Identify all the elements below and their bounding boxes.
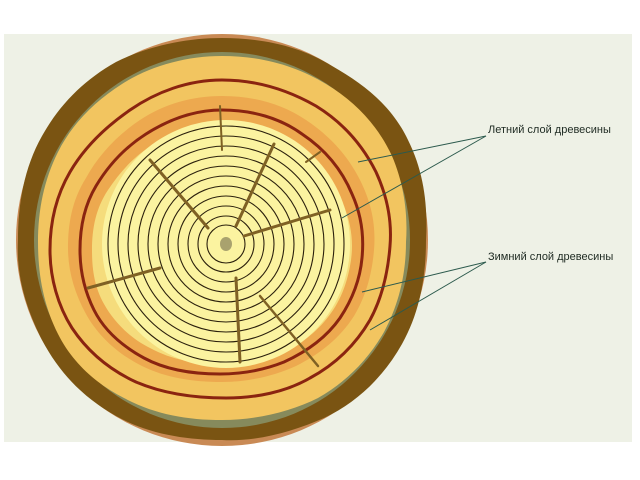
medullary-ray <box>258 294 320 368</box>
annual-ring <box>177 195 275 293</box>
annual-ring <box>117 135 335 353</box>
annual-ring <box>147 165 305 323</box>
annual-ring <box>137 155 315 333</box>
annual-rings <box>107 125 345 363</box>
annual-ring <box>167 185 285 303</box>
medullary-ray <box>148 158 210 230</box>
winter-ring-outer <box>48 78 392 400</box>
annual-ring <box>127 145 325 343</box>
medullary-ray <box>305 151 321 163</box>
medullary-ray <box>234 276 242 364</box>
annual-ring <box>197 215 255 273</box>
summer-wood-pointer <box>357 135 487 163</box>
medullary-rays <box>86 105 332 368</box>
medullary-ray <box>219 105 223 151</box>
annual-ring <box>107 125 345 363</box>
annual-ring <box>206 224 246 264</box>
summer-wood-pointers <box>341 135 487 219</box>
winter-wood-label: Зимний слой древесины <box>488 251 614 263</box>
summer-wood-pointer <box>341 135 487 219</box>
winter-ring-inner <box>78 108 365 376</box>
winter-wood-pointer <box>369 261 487 331</box>
winter-wood-pointer <box>361 261 487 293</box>
annual-ring <box>157 175 295 313</box>
annual-ring <box>187 205 265 283</box>
winter-wood-pointers <box>361 261 487 331</box>
summer-wood-label: Летний слой древесины <box>488 124 611 136</box>
medullary-ray <box>86 266 162 290</box>
medullary-ray <box>234 142 276 228</box>
pith <box>220 237 232 251</box>
medullary-ray <box>242 208 332 238</box>
